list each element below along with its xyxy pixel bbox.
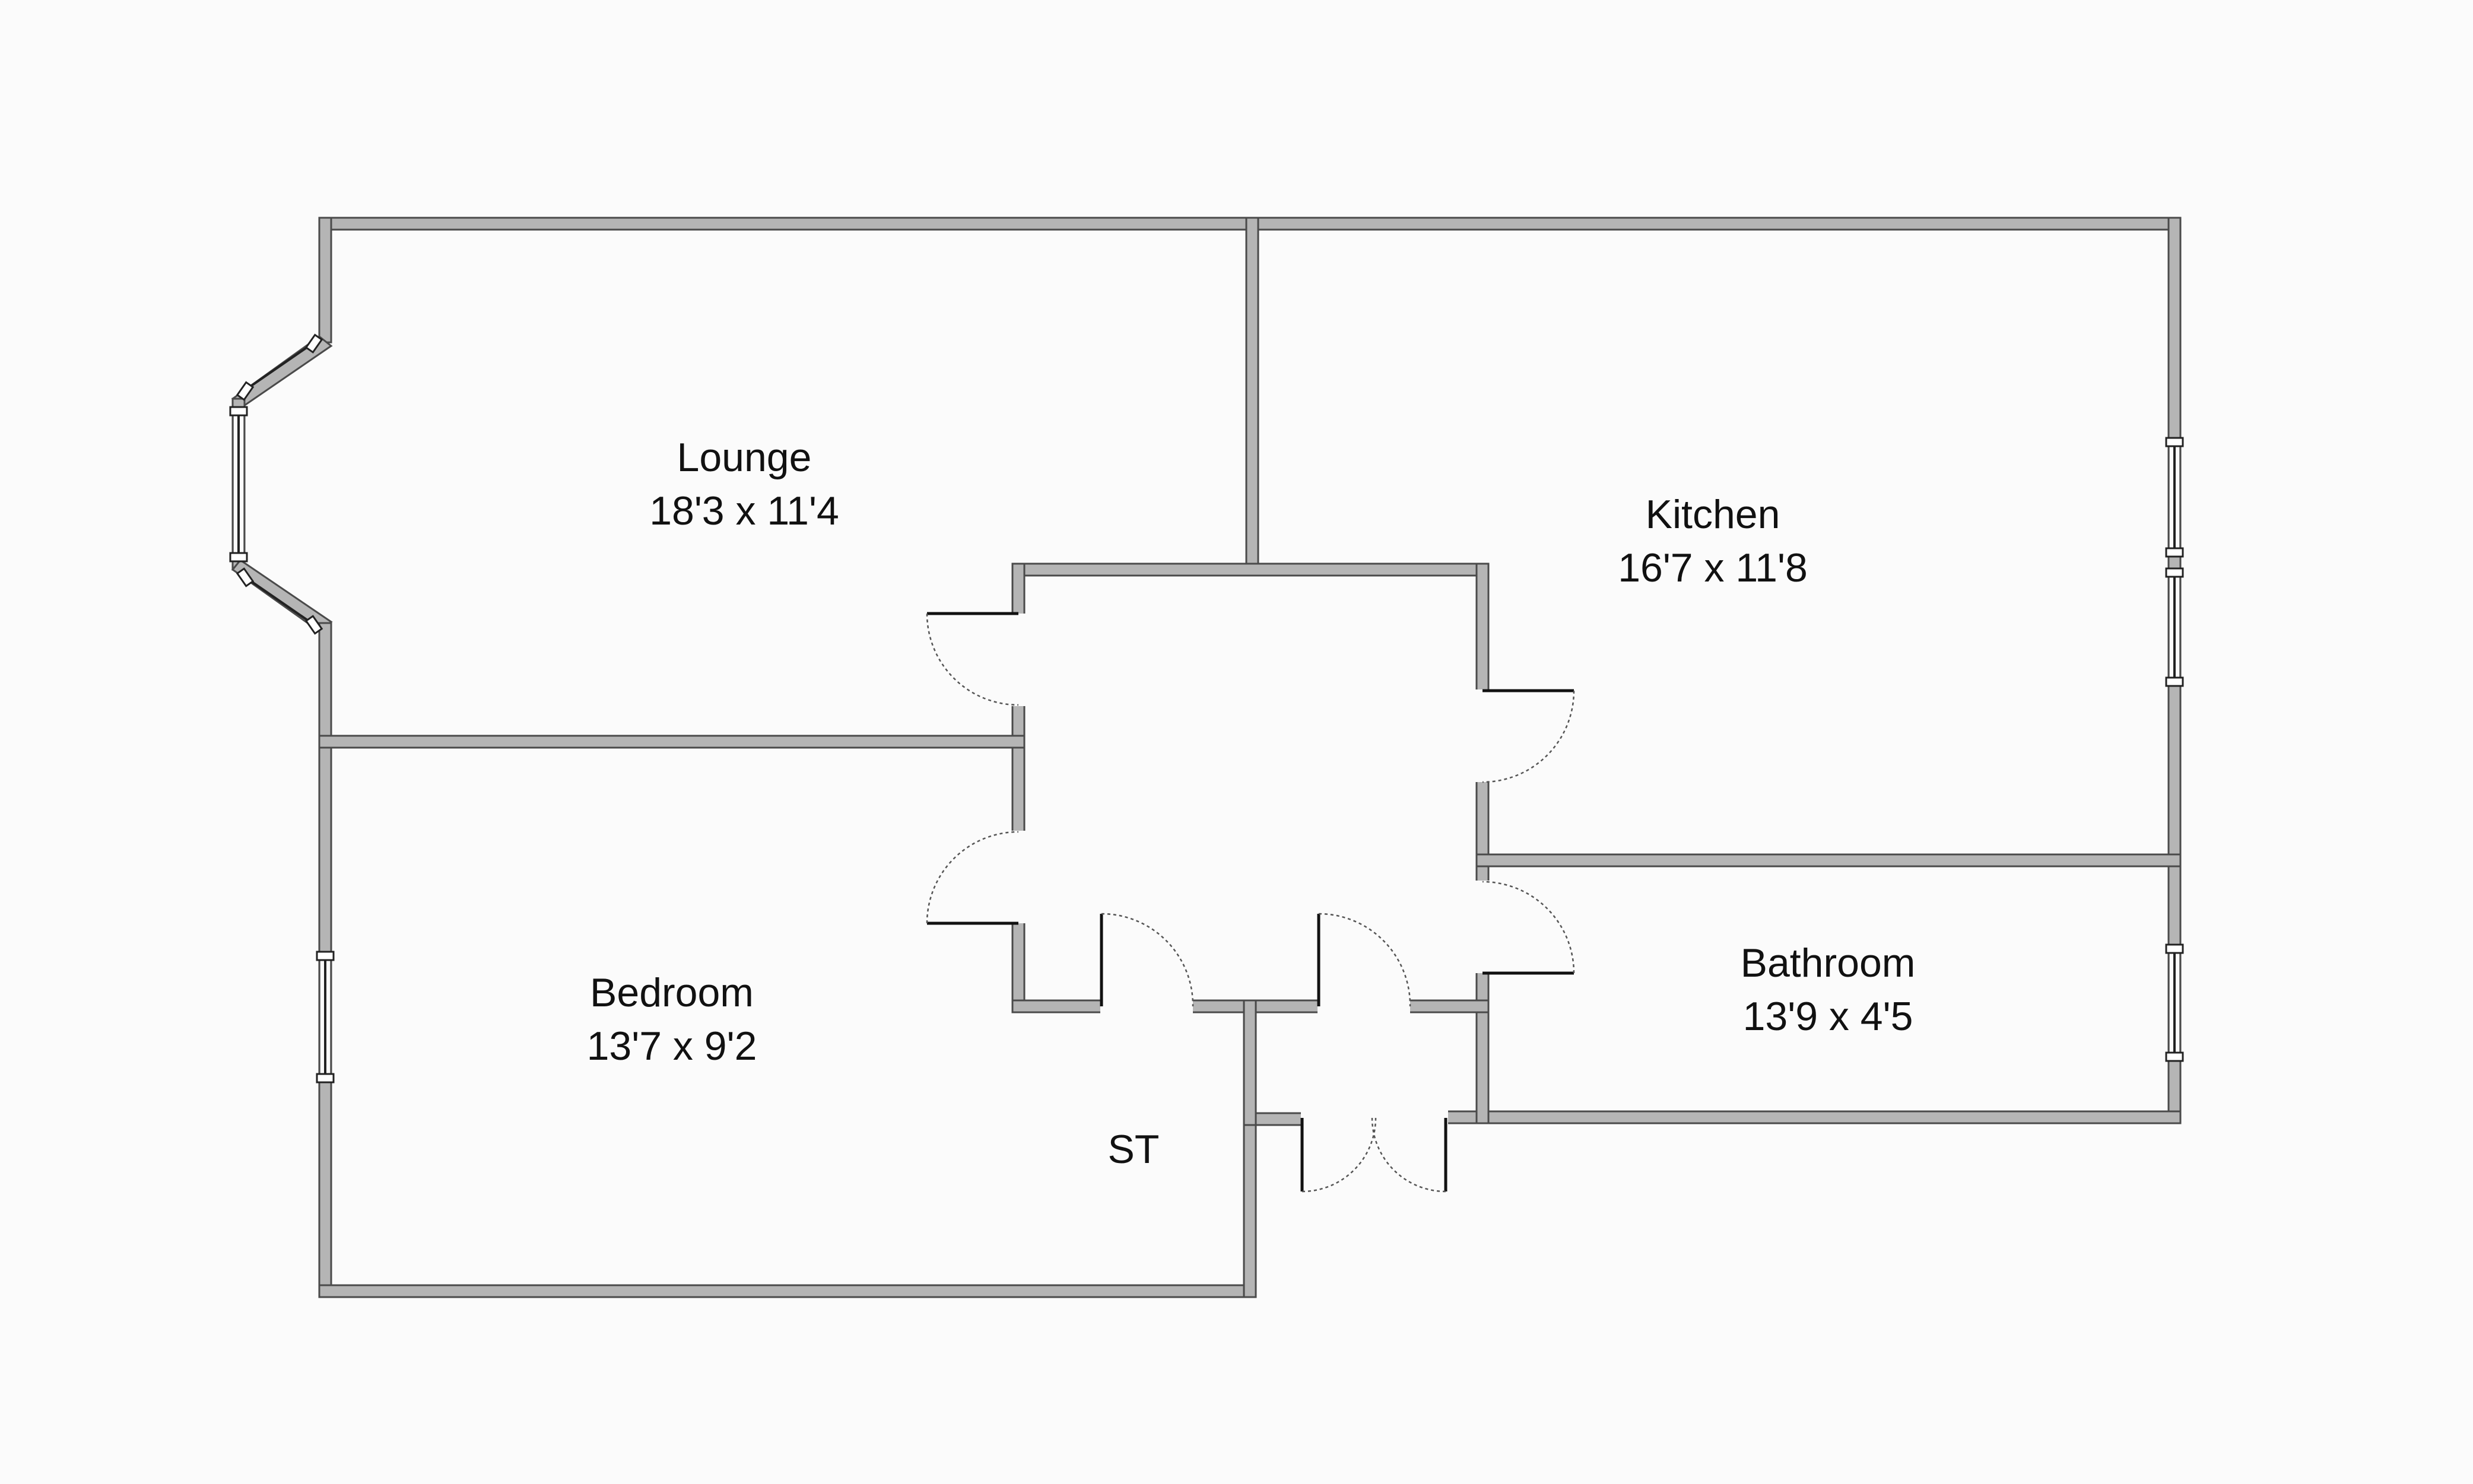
outer-wall-bottom-right xyxy=(1445,1110,2182,1124)
door-bedroom-swing xyxy=(926,831,1019,924)
opening-bathroom xyxy=(1475,881,1490,973)
door-storage-swing xyxy=(1101,913,1194,1007)
room-label-bedroom: Bedroom 13'7 x 9'2 xyxy=(587,966,757,1073)
opening-entrance xyxy=(1301,1110,1448,1126)
room-label-kitchen: Kitchen 16'7 x 11'8 xyxy=(1618,488,1808,595)
opening-cupboard xyxy=(1318,999,1410,1013)
walls xyxy=(231,217,2182,1298)
door-bathroom-swing xyxy=(1482,881,1575,974)
bathroom-size: 13'9 x 4'5 xyxy=(1742,994,1913,1039)
door-entrance-left-swing xyxy=(1301,1117,1377,1193)
room-label-storage: ST xyxy=(1108,1123,1160,1176)
hall-wall-top xyxy=(1011,563,1490,577)
storage-entrance-wall xyxy=(1243,999,1257,1126)
bathroom-name: Bathroom xyxy=(1740,940,1916,986)
door-openings xyxy=(1011,614,1490,1126)
storage-name: ST xyxy=(1107,1127,1160,1172)
lounge-name: Lounge xyxy=(677,435,812,480)
hall-wall-right xyxy=(1475,563,1490,1124)
opening-bedroom xyxy=(1011,831,1026,923)
outer-wall-left-upper xyxy=(318,217,332,344)
room-label-bathroom: Bathroom 13'9 x 4'5 xyxy=(1741,936,1916,1043)
window-bay-upper xyxy=(243,342,315,392)
room-label-lounge: Lounge 18'3 x 11'4 xyxy=(649,431,839,538)
doors xyxy=(926,612,1575,1193)
door-kitchen-swing xyxy=(1482,690,1575,783)
window-bay-lower xyxy=(243,576,315,625)
opening-kitchen xyxy=(1475,689,1490,782)
lounge-bedroom-wall xyxy=(318,735,1026,749)
kitchen-name: Kitchen xyxy=(1645,492,1780,537)
door-entrance-right-swing xyxy=(1371,1117,1446,1193)
opening-storage xyxy=(1100,999,1193,1013)
kitchen-bathroom-wall xyxy=(1475,853,2182,867)
bay-wall-lower xyxy=(231,558,333,633)
bedroom-size: 13'7 x 9'2 xyxy=(586,1024,757,1069)
kitchen-size: 16'7 x 11'8 xyxy=(1618,545,1808,590)
door-cupboard-swing xyxy=(1318,913,1411,1007)
windows xyxy=(229,333,2184,1083)
opening-lounge xyxy=(1011,614,1026,706)
door-lounge-swing xyxy=(926,613,1019,706)
lounge-kitchen-wall xyxy=(1245,217,1259,569)
bedroom-name: Bedroom xyxy=(590,970,754,1015)
outer-wall-bottom-left xyxy=(318,1284,1257,1298)
lounge-size: 18'3 x 11'4 xyxy=(649,488,839,533)
